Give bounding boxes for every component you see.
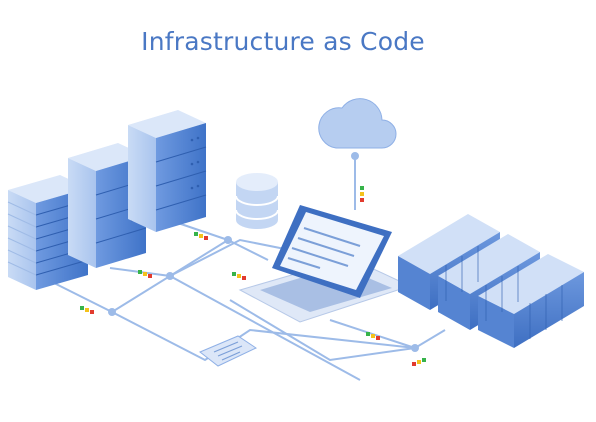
tablet-icon xyxy=(199,335,258,367)
database-icon xyxy=(235,173,279,229)
laptop-icon xyxy=(238,205,412,323)
status-flags xyxy=(80,186,426,366)
cloud-icon xyxy=(318,98,397,149)
server-rack-right xyxy=(128,110,207,232)
shipping-container-icon xyxy=(398,214,584,348)
network-nodes xyxy=(108,152,419,352)
page-title: Infrastructure as Code xyxy=(141,27,425,56)
